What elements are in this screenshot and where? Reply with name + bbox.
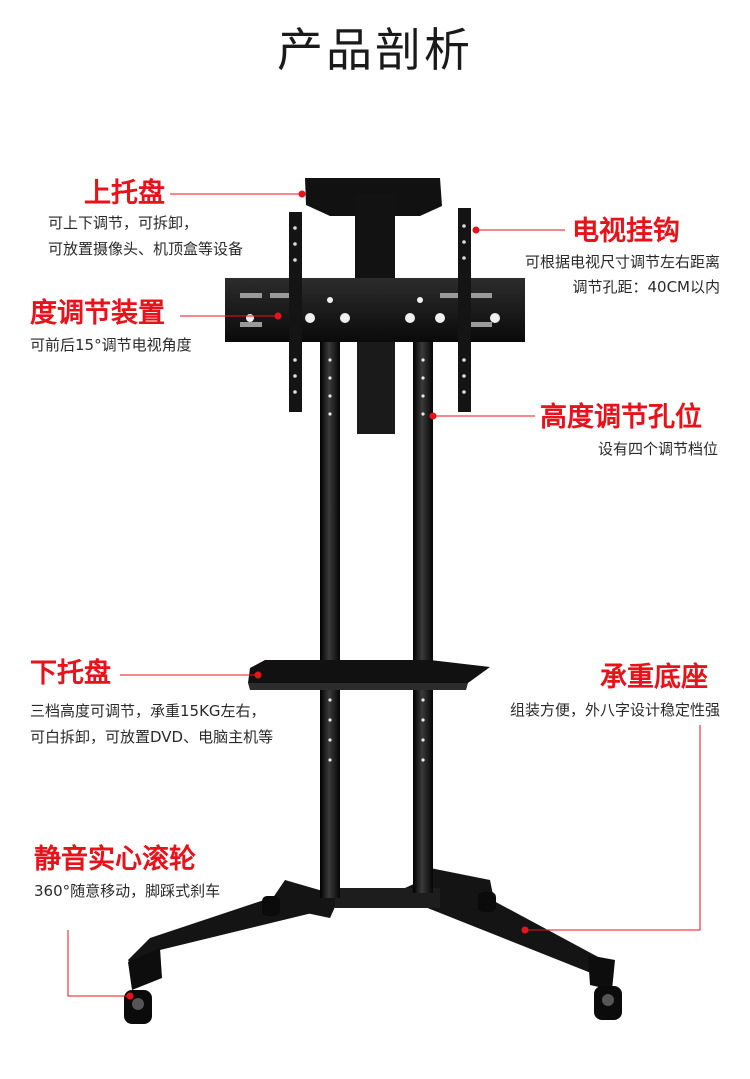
wheels-desc: 360°随意移动，脚踩式刹车 — [34, 882, 221, 900]
wheels — [124, 892, 622, 1024]
top-tray-desc-2: 可放置摄像头、机顶盒等设备 — [48, 240, 244, 258]
height-holes-title: 高度调节孔位 — [540, 402, 702, 433]
bottom-tray — [248, 660, 490, 683]
callout-dots — [126, 190, 529, 1000]
bottom-tray-title: 下托盘 — [30, 658, 111, 689]
wheels-title: 静音实心滚轮 — [34, 844, 196, 875]
tv-hook-desc-2: 调节孔距：40CM以内 — [572, 278, 720, 296]
bottom-tray-desc-1: 三档高度可调节，承重15KG左右， — [30, 702, 266, 720]
top-tray-desc-1: 可上下调节，可拆卸， — [48, 214, 199, 232]
tv-hook-title: 电视挂钩 — [572, 216, 680, 247]
base-desc: 组装方便，外八字设计稳定性强 — [509, 701, 720, 719]
tilt-title: 度调节装置 — [30, 298, 165, 329]
top-tray-title: 上托盘 — [84, 178, 165, 209]
base-title: 承重底座 — [600, 662, 708, 693]
height-holes-desc: 设有四个调节档位 — [597, 440, 718, 458]
bottom-tray-desc-2: 可白拆卸，可放置DVD、电脑主机等 — [30, 728, 274, 746]
mount-plate — [225, 278, 525, 342]
tilt-desc: 可前后15°调节电视角度 — [30, 336, 192, 354]
callout-lines — [67, 193, 701, 997]
tv-hooks — [289, 208, 471, 412]
page-title: 产品剖析 — [277, 23, 473, 77]
base — [128, 868, 615, 990]
tv-hook-desc-1: 可根据电视尺寸调节左右距离 — [524, 253, 720, 271]
